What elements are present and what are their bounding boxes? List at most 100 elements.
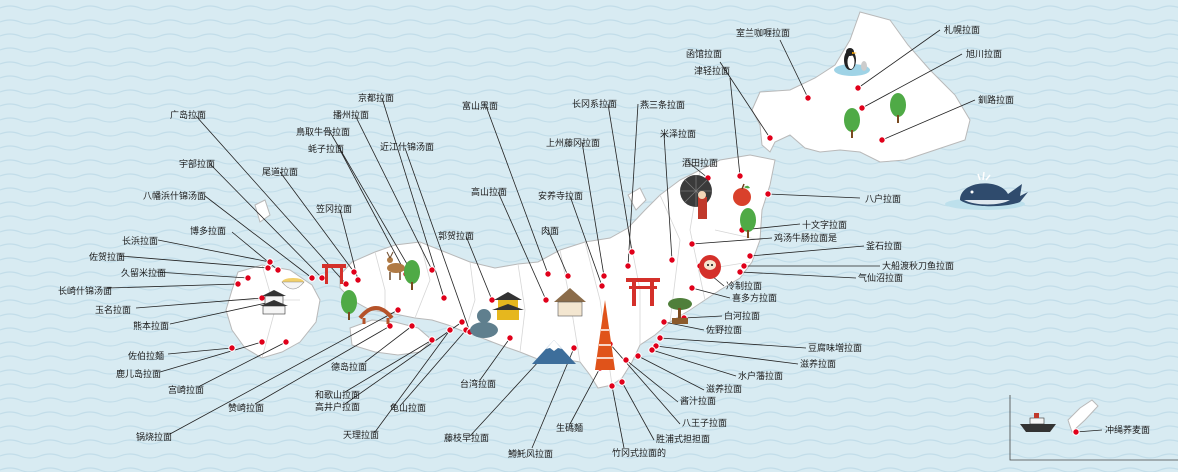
location-marker[interactable] <box>350 268 358 276</box>
location-marker[interactable] <box>244 274 252 282</box>
leader-line <box>625 359 679 403</box>
leader-line <box>1075 429 1103 433</box>
location-marker[interactable] <box>258 338 266 346</box>
location-marker[interactable] <box>342 280 350 288</box>
label-sapporo: 札幌拉面 <box>944 24 980 36</box>
location-marker[interactable] <box>428 336 436 344</box>
location-marker[interactable] <box>634 352 642 360</box>
location-marker[interactable] <box>622 356 630 364</box>
label-mito-phan: 水户藩拉面 <box>738 370 783 382</box>
leader-line <box>861 53 963 109</box>
location-marker[interactable] <box>878 136 886 144</box>
location-marker[interactable] <box>544 270 552 278</box>
label-kushiro: 釧路拉面 <box>978 94 1014 106</box>
label-jumonji: 十文字拉面 <box>802 219 847 231</box>
leader-line <box>691 237 773 245</box>
location-marker[interactable] <box>736 172 744 180</box>
location-marker[interactable] <box>660 318 668 326</box>
wave-line <box>0 75 1178 81</box>
location-marker[interactable] <box>688 284 696 292</box>
label-roumian: 肉面 <box>541 225 559 237</box>
castle-icon <box>260 290 288 315</box>
location-marker[interactable] <box>318 274 326 282</box>
leader-line <box>169 309 399 435</box>
location-marker[interactable] <box>668 256 676 264</box>
wave-line <box>0 229 1178 235</box>
location-marker[interactable] <box>228 344 236 352</box>
location-marker[interactable] <box>234 280 242 288</box>
leader-line <box>339 149 407 275</box>
location-marker[interactable] <box>624 262 632 270</box>
label-nagahama: 长浜拉面 <box>122 235 158 247</box>
label-kesennuma: 气仙沼拉面 <box>858 272 903 284</box>
leader-line <box>344 339 433 393</box>
location-marker[interactable] <box>408 322 416 330</box>
location-marker[interactable] <box>542 296 550 304</box>
location-marker[interactable] <box>648 346 656 354</box>
label-kyoto: 京都拉面 <box>358 92 394 104</box>
location-marker[interactable] <box>764 190 772 198</box>
label-harima: 播州拉面 <box>333 109 369 121</box>
location-marker[interactable] <box>274 266 282 274</box>
label-omi-champon: 近江什锦汤面 <box>380 141 434 153</box>
leader-line <box>159 341 263 373</box>
location-marker[interactable] <box>506 334 514 342</box>
location-marker[interactable] <box>394 306 402 314</box>
location-markers <box>228 84 1080 436</box>
leader-lines <box>107 29 1103 449</box>
label-hakodate: 函馆拉面 <box>686 48 722 60</box>
wave-line <box>0 215 1178 221</box>
location-marker[interactable] <box>656 334 664 342</box>
location-marker[interactable] <box>858 104 866 112</box>
location-marker[interactable] <box>736 268 744 276</box>
location-marker[interactable] <box>608 382 616 390</box>
label-tsugaru: 津轻拉面 <box>694 65 730 77</box>
location-marker[interactable] <box>446 326 454 334</box>
wave-line <box>0 103 1178 109</box>
leader-line <box>729 77 741 177</box>
location-marker[interactable] <box>740 262 748 270</box>
location-marker[interactable] <box>354 276 362 284</box>
leader-line <box>167 347 233 355</box>
wave-line <box>0 89 1178 95</box>
label-takaido: 高井户拉面 <box>315 401 360 413</box>
location-marker[interactable] <box>746 252 754 260</box>
location-marker[interactable] <box>264 264 272 272</box>
location-marker[interactable] <box>428 266 436 274</box>
leader-line <box>107 283 239 289</box>
location-marker[interactable] <box>564 272 572 280</box>
tree-icon <box>404 260 420 290</box>
location-marker[interactable] <box>458 318 466 326</box>
okinawa-inset-frame <box>1009 395 1178 461</box>
leader-line <box>339 209 359 281</box>
location-marker[interactable] <box>618 378 626 386</box>
leader-line <box>254 325 391 405</box>
location-marker[interactable] <box>598 282 606 290</box>
location-marker[interactable] <box>854 84 862 92</box>
label-asahikawa: 旭川拉面 <box>966 48 1002 60</box>
label-kameyama: 龟山拉面 <box>390 402 426 414</box>
location-marker[interactable] <box>308 274 316 282</box>
ramen-bowl-icon <box>281 278 305 290</box>
location-marker[interactable] <box>688 240 696 248</box>
location-marker[interactable] <box>804 94 812 102</box>
label-ziyang2: 滋养拉面 <box>706 383 742 395</box>
location-marker[interactable] <box>266 258 274 266</box>
location-marker[interactable] <box>600 272 608 280</box>
label-yonezawa: 米泽拉面 <box>660 128 696 140</box>
location-marker[interactable] <box>282 338 290 346</box>
location-marker[interactable] <box>440 294 448 302</box>
location-marker[interactable] <box>386 322 394 330</box>
label-jiangzhi: 酱汁拉面 <box>680 395 716 407</box>
location-marker[interactable] <box>766 134 774 142</box>
wave-line <box>0 425 1178 431</box>
location-marker[interactable] <box>628 248 636 256</box>
location-marker[interactable] <box>1072 428 1080 436</box>
label-hakata: 博多拉面 <box>190 225 226 237</box>
leader-line <box>687 161 709 179</box>
leader-line <box>659 337 807 349</box>
apple-icon <box>733 183 751 206</box>
label-guoher: 郭贺拉面 <box>438 230 474 242</box>
location-marker[interactable] <box>570 344 578 352</box>
leader-line <box>881 99 976 141</box>
